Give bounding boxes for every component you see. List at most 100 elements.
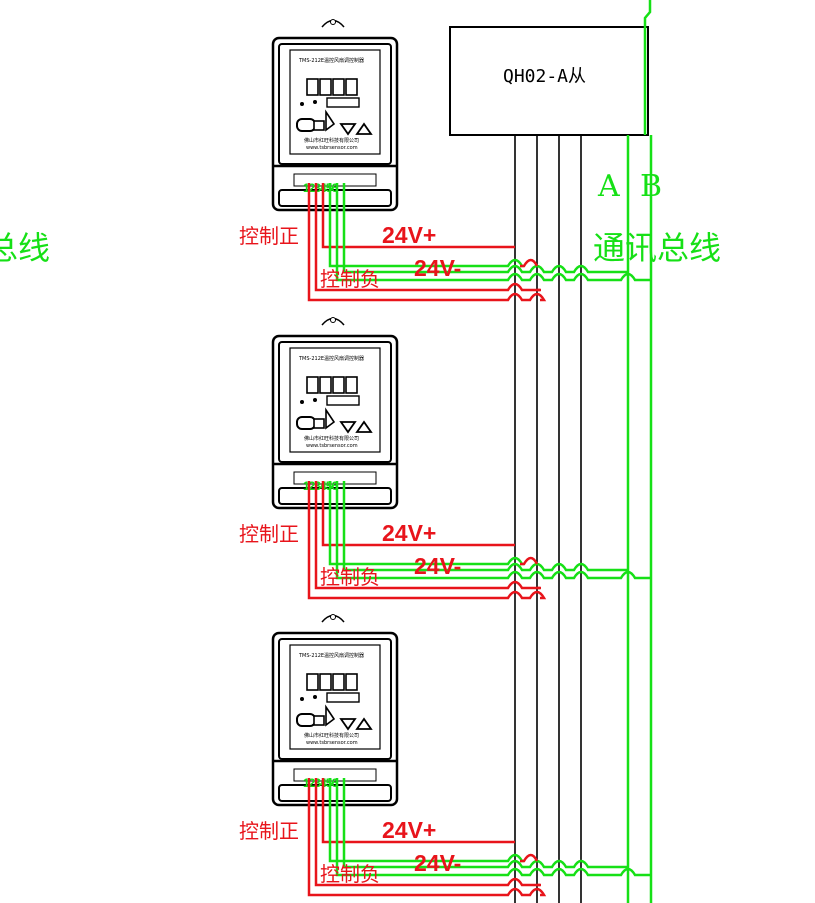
model-text: TMS-212E温控风扇调控制器 [298, 57, 364, 64]
up-triangle-icon [355, 717, 373, 730]
play-icon [325, 407, 336, 430]
play-icon [325, 704, 336, 727]
v24-pos-label: 24V+ [382, 817, 436, 843]
digit-display-4 [345, 78, 358, 96]
set-button-icon [313, 418, 325, 429]
down-triangle-icon [339, 123, 357, 136]
set-button-icon [313, 715, 325, 726]
digit-display-2 [319, 78, 332, 96]
terminal-cover [278, 784, 392, 802]
wire-24v-neg-hop [500, 556, 525, 566]
indicator-strip [326, 395, 360, 406]
wire-control-pos-hop [500, 590, 547, 600]
v24-neg-label: 24V- [414, 255, 461, 281]
down-triangle-icon [339, 421, 357, 434]
v24-neg-label: 24V- [414, 850, 461, 876]
wire-control-neg [314, 481, 500, 590]
indicator-strip [326, 97, 360, 108]
bus-a-label: A [597, 169, 620, 204]
web-text: www.tsbrsensor.com [306, 740, 358, 746]
v24-pos-label: 24V+ [382, 520, 436, 546]
bus-left-label: 总线 [0, 229, 50, 267]
wire-control-pos [307, 183, 500, 302]
indicator-strip [326, 692, 360, 703]
wire-24v-pos [321, 183, 515, 249]
web-text: www.tsbrsensor.com [306, 145, 358, 151]
terminal-cover [278, 189, 392, 207]
wire-bus-a-lead [328, 481, 500, 566]
wire-bus-lead-5 [335, 778, 500, 877]
wire-bus-a-lead [328, 778, 500, 863]
wire-bus-lead-6 [342, 481, 500, 572]
v24-neg-label: 24V- [414, 553, 461, 579]
controller-unit: TMS-212E温控风扇调控制器佛山市红旺科技有限公司www.tsbrsenso… [239, 19, 651, 302]
wire-control-pos-hop [500, 887, 547, 897]
digit-display-4 [345, 673, 358, 691]
cycle-button-icon [296, 118, 316, 132]
mount-hole [330, 614, 336, 620]
digit-display-1 [306, 376, 319, 394]
v24-pos-label: 24V+ [382, 222, 436, 248]
bus-line-b-top [643, 0, 652, 135]
wire-bus-a-hop [500, 562, 628, 572]
wire-bus-a-hop [500, 264, 628, 274]
digit-display-2 [319, 673, 332, 691]
company-text: 佛山市红旺科技有限公司 [304, 732, 359, 739]
terminal-cover [278, 487, 392, 505]
wire-bus-lead-6 [342, 183, 500, 274]
slave-box: QH02-A从 [449, 26, 649, 136]
control-pos-label: 控制正 [239, 224, 299, 248]
terminal-strip [293, 173, 377, 187]
web-text: www.tsbrsensor.com [306, 443, 358, 449]
wire-24v-pos [321, 778, 515, 844]
wire-control-neg-hop [500, 877, 540, 887]
led-dot [313, 100, 317, 104]
control-pos-label: 控制正 [239, 819, 299, 843]
wire-bus-a-lead [328, 183, 500, 268]
wire-24v-neg-hop [500, 258, 525, 268]
wire-bus-a-hop [500, 859, 628, 869]
up-triangle-icon [355, 122, 373, 135]
mount-hole [330, 317, 336, 323]
control-pos-label: 控制正 [239, 522, 299, 546]
wire-control-neg-hop [500, 282, 540, 292]
wire-control-neg [314, 778, 500, 887]
wire-24v-neg-end [520, 853, 539, 863]
wire-control-pos-hop [500, 292, 547, 302]
mount-hole [330, 19, 336, 25]
controller-unit: TMS-212E温控风扇调控制器佛山市红旺科技有限公司www.tsbrsenso… [239, 614, 651, 897]
model-text: TMS-212E温控风扇调控制器 [298, 652, 364, 659]
bus-label: 通讯总线 [593, 229, 721, 267]
slave-box-outline [449, 26, 649, 136]
wire-bus-b-hop [500, 570, 651, 580]
led-dot [300, 102, 304, 106]
terminal-strip [293, 768, 377, 782]
digit-display-1 [306, 78, 319, 96]
up-triangle-icon [355, 420, 373, 433]
wire-control-neg [314, 183, 500, 292]
bus-lines [626, 0, 653, 903]
trunk-lines [514, 135, 582, 903]
led-dot [300, 697, 304, 701]
slave-box-label: QH02-A从 [503, 66, 586, 87]
terminal-strip [293, 471, 377, 485]
play-icon [325, 109, 336, 132]
controllers: TMS-212E温控风扇调控制器佛山市红旺科技有限公司www.tsbrsenso… [239, 19, 651, 897]
wire-bus-lead-5 [335, 481, 500, 580]
digit-display-1 [306, 673, 319, 691]
control-neg-label: 控制负 [320, 267, 380, 291]
cycle-button-icon [296, 416, 316, 430]
wire-24v-neg-end [520, 258, 539, 268]
wire-24v-neg-hop [500, 853, 525, 863]
set-button-icon [313, 120, 325, 131]
led-dot [313, 695, 317, 699]
cycle-button-icon [296, 713, 316, 727]
wire-24v-pos [321, 481, 515, 547]
led-dot [300, 400, 304, 404]
bus-b-label: B [640, 169, 662, 204]
wire-bus-lead-6 [342, 778, 500, 869]
digit-display-3 [332, 78, 345, 96]
wire-control-pos [307, 481, 500, 600]
model-text: TMS-212E温控风扇调控制器 [298, 355, 364, 362]
